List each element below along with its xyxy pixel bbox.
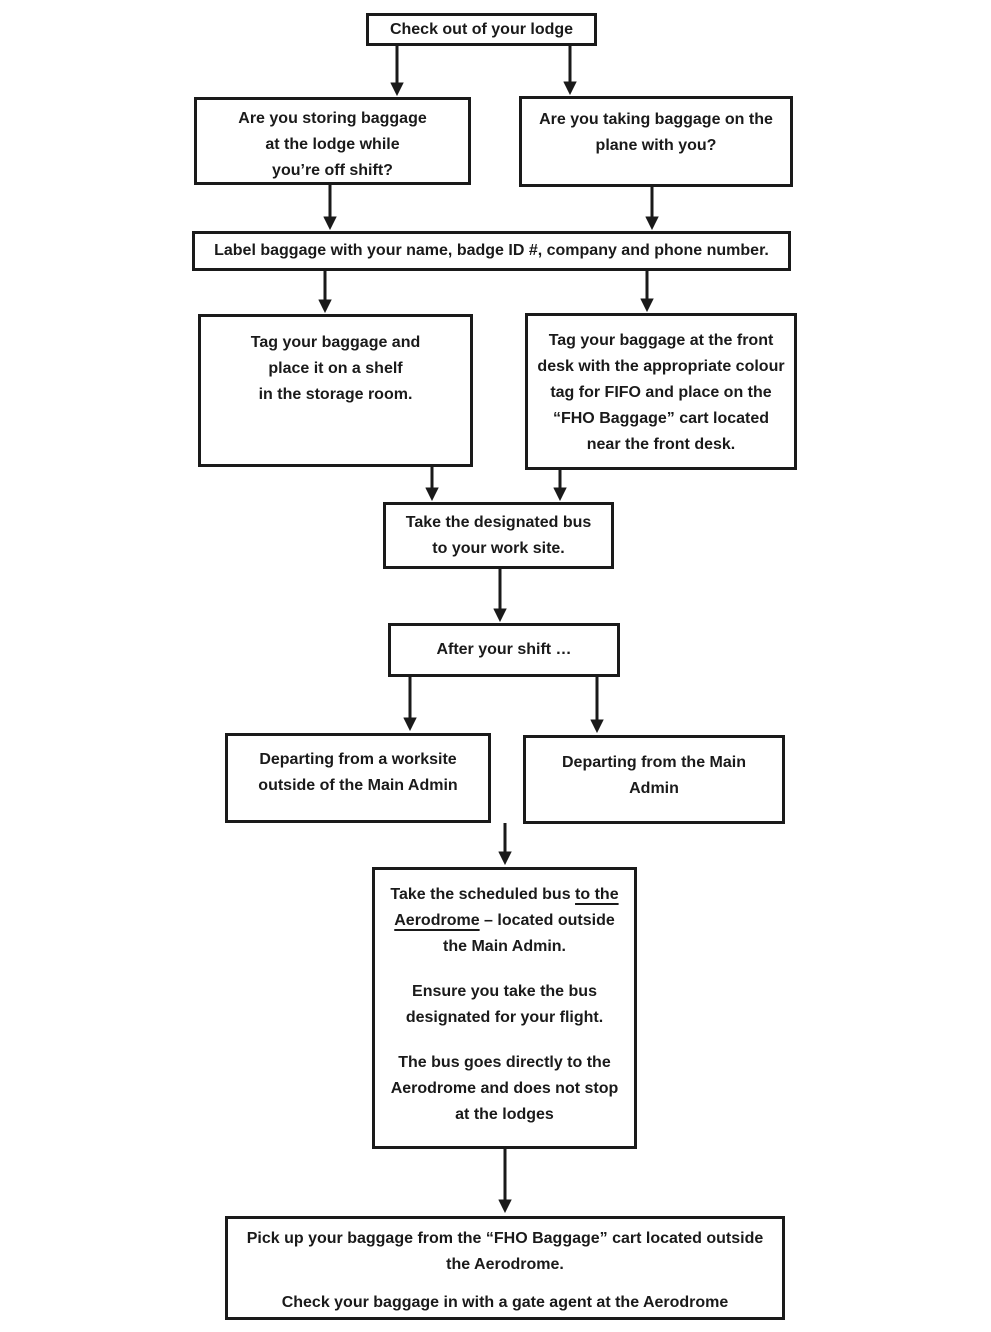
text-segment: the Main Admin. [443, 938, 566, 955]
checkout-box: Check out of your lodge [366, 13, 597, 46]
text-line: the Main Admin. [390, 934, 618, 960]
storing-baggage-question-box: Are you storing baggage at the lodge whil… [194, 97, 471, 185]
text-line: Departing from a worksite [259, 751, 457, 768]
pickup-paragraph-2: Check your baggage in with a gate agent … [282, 1290, 729, 1316]
text-line: plane with you? [595, 137, 717, 154]
after-shift-box: After your shift … [388, 623, 620, 677]
text-line: The bus goes directly to the [398, 1054, 611, 1071]
text-line: “FHO Baggage” cart located [552, 410, 770, 427]
text-line: Check out of your lodge [389, 20, 574, 38]
pickup-baggage-box: Pick up your baggage from the “FHO Bagga… [225, 1216, 785, 1320]
text-line: After your shift … [436, 641, 572, 658]
text-line: outside of the Main Admin [258, 777, 458, 794]
text-line: Admin [629, 780, 679, 797]
pickup-paragraph-1: Pick up your baggage from the “FHO Bagga… [247, 1226, 764, 1278]
label-baggage-box: Label baggage with your name, badge ID #… [192, 231, 791, 271]
text-line: Tag your baggage at the front [548, 332, 774, 349]
text-segment: – located outside [479, 912, 615, 929]
taking-baggage-question-box: Are you taking baggage on the plane with … [519, 96, 793, 187]
text-line: Check your baggage in with a gate agent … [281, 1294, 729, 1311]
text-line: Ensure you take the bus [412, 983, 597, 1000]
text-line: Are you storing baggage [238, 110, 427, 127]
text-line: the Aerodrome. [446, 1256, 564, 1273]
text-line: Tag your baggage and [250, 334, 421, 351]
text-line: Aerodrome – located outside [390, 908, 618, 934]
underlined-text: Aerodrome [394, 912, 480, 929]
text-line: at the lodges [455, 1106, 554, 1123]
text-line: place it on a shelf [268, 360, 403, 377]
tag-front-desk-box: Tag your baggage at the front desk with t… [525, 313, 797, 470]
text-line: desk with the appropriate colour [537, 358, 785, 375]
text-line: Are you taking baggage on the [539, 111, 773, 128]
underlined-text: to the [575, 886, 619, 903]
text-line: Aerodrome and does not stop [390, 1080, 619, 1097]
text-line: Label baggage with your name, badge ID #… [214, 242, 769, 259]
departing-worksite-box: Departing from a worksite outside of the … [225, 733, 491, 823]
text-line: tag for FIFO and place on the [550, 384, 772, 401]
designated-bus-box: Take the designated bus to your work site… [383, 502, 614, 569]
scheduled-bus-paragraph-2: Ensure you take the bus designated for yo… [406, 979, 603, 1031]
text-line: Take the scheduled bus to the [390, 882, 618, 908]
text-line: Take the designated bus [405, 513, 592, 531]
text-line: Departing from the Main [561, 754, 746, 771]
tag-shelf-box: Tag your baggage and place it on a shelf i… [198, 314, 473, 467]
text-line: to your work site. [432, 539, 565, 557]
text-line: near the front desk. [586, 436, 736, 453]
text-line: at the lodge while [265, 136, 400, 153]
text-line: you’re off shift? [272, 162, 393, 179]
text-line: in the storage room. [258, 386, 413, 403]
text-segment: Take the scheduled bus [390, 886, 576, 903]
text-line: Pick up your baggage from the “FHO Bagga… [246, 1230, 764, 1247]
text-line: designated for your flight. [405, 1009, 604, 1026]
